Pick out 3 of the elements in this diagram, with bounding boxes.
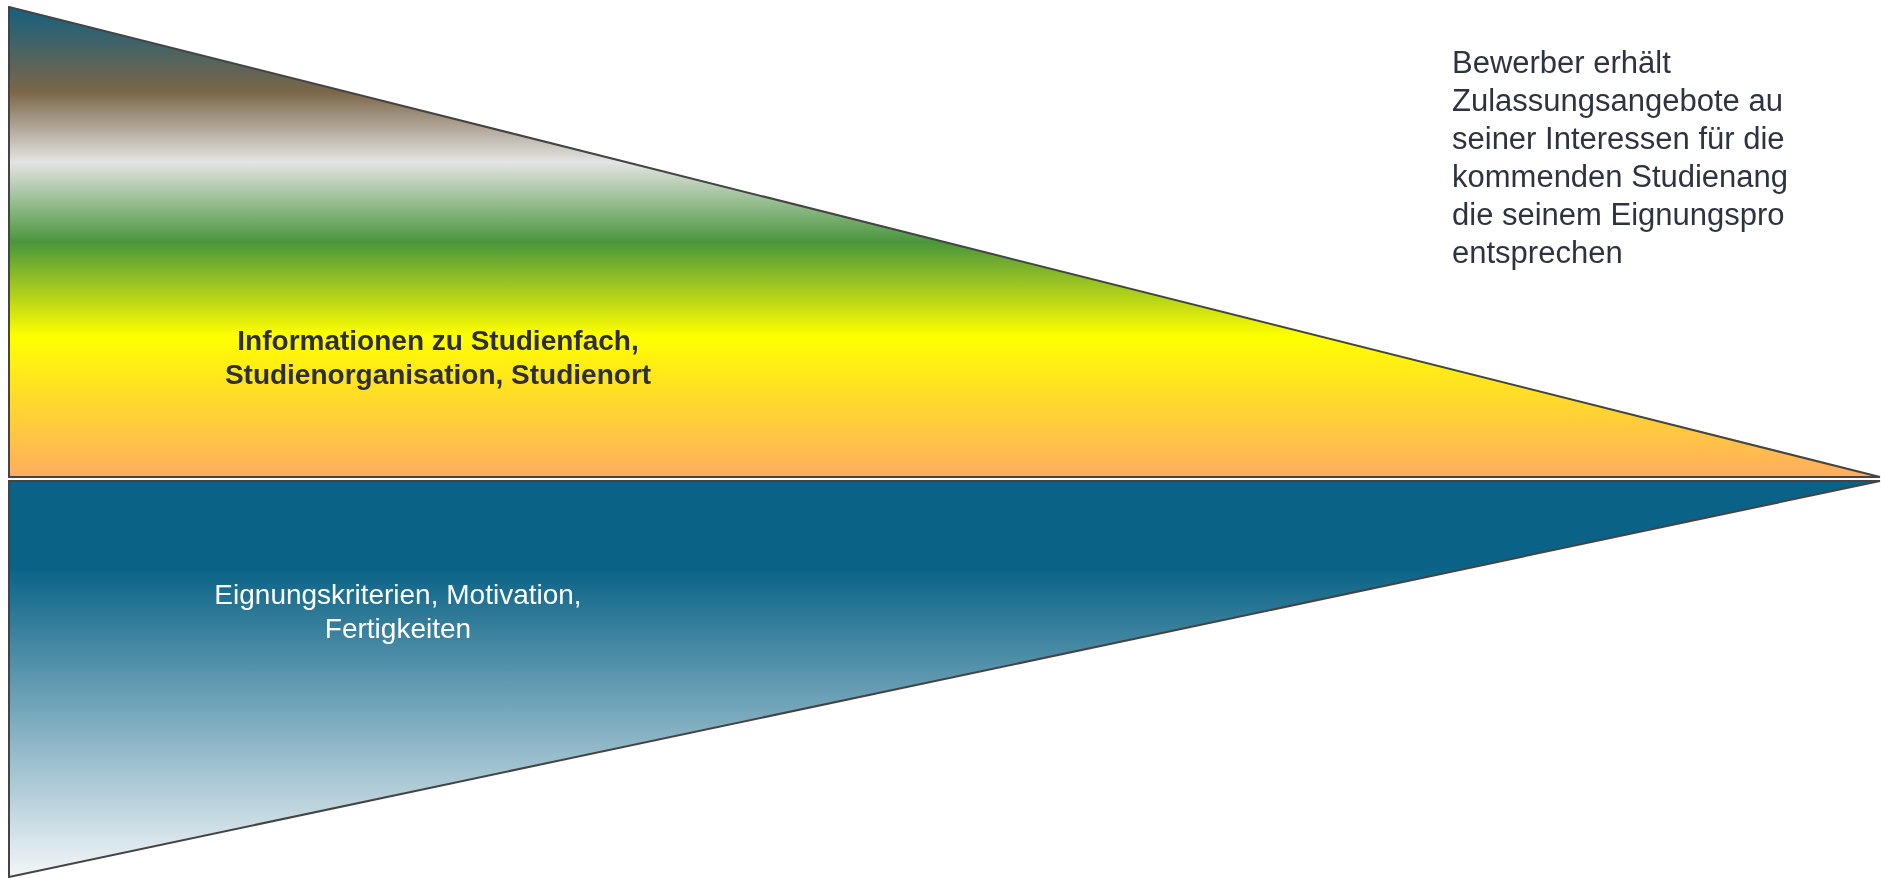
triangle-label: Eignungskriterien, Motivation, Fertigkeiten [213,578,583,646]
triangle-label: Informationen zu Studienfach, Studienorganisation, Studienort [223,324,653,392]
note-text: Bewerber erhält Zulassungsangebote au seiner Interessen für die kommenden Studienang die seinem Eignungspro entsprechen [1452,44,1790,272]
